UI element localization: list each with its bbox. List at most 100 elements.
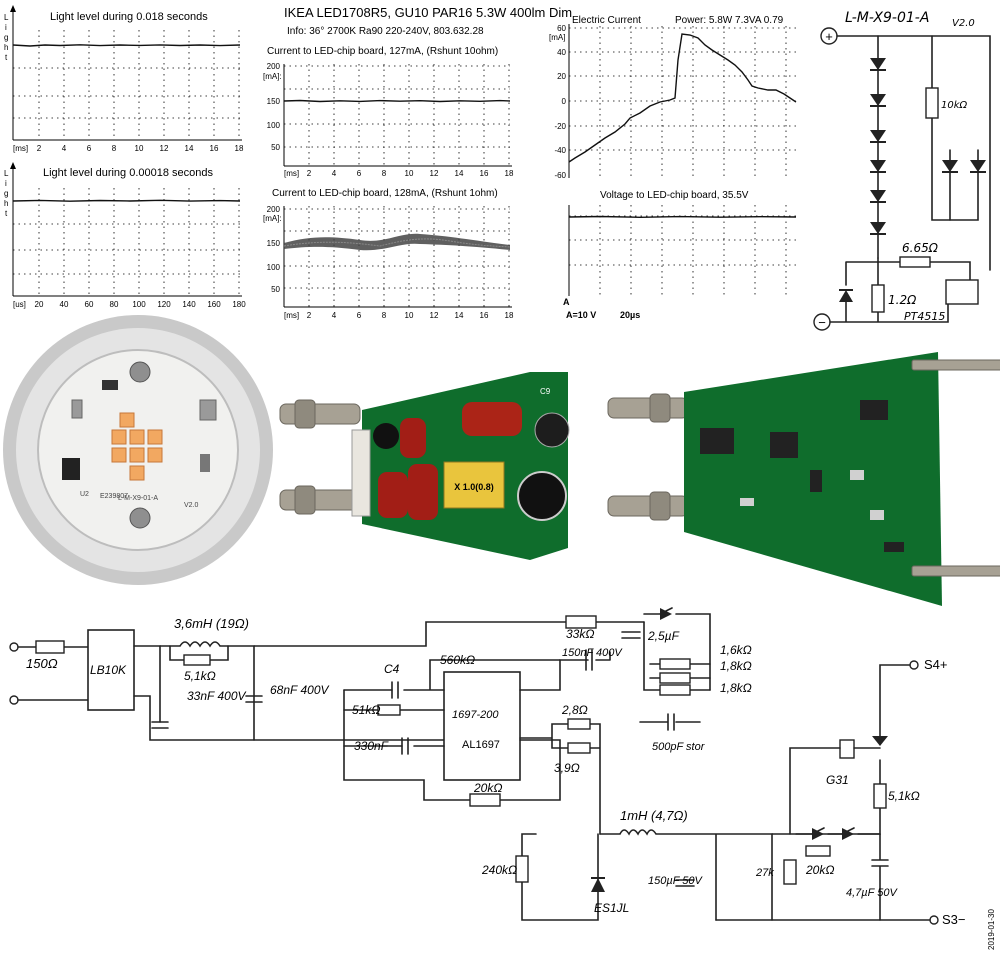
screw-icon <box>129 507 151 529</box>
diode-icon <box>842 828 854 840</box>
light-plot-2-xtick: 120 <box>157 300 171 309</box>
light-plot-2-xtick: 20 <box>35 300 44 309</box>
light-plot-2-xtick: 180 <box>232 300 246 309</box>
light-plot-1-xtick: 2 <box>37 144 42 153</box>
voltage-plot-timebase: 20µs <box>620 310 640 320</box>
c-25-label: 2,5µF <box>647 629 680 643</box>
r-16-label: 1,6kΩ <box>720 643 752 657</box>
led-board-version: V2.0 <box>952 18 975 29</box>
c-33-label: 33nF 400V <box>187 689 246 703</box>
cap-icon <box>408 464 438 520</box>
electric-current-ytick: 40 <box>557 48 566 57</box>
board-label: U2 <box>80 491 89 498</box>
current-plot-1-xtick: 10 <box>405 169 414 178</box>
r-33k-label: 33kΩ <box>566 627 594 641</box>
pt4515-ic <box>945 279 979 305</box>
screw-icon <box>129 361 151 383</box>
ic-name-label: AL1697 <box>462 739 500 751</box>
current-plot-1-yunit: [mA]: <box>263 72 282 81</box>
current-plot-1-xtick: 6 <box>357 169 362 178</box>
board-label: V2.0 <box>184 502 199 509</box>
current-plot-2-xtick: 2 <box>307 311 312 320</box>
pt4515-label: PT4515 <box>904 310 945 323</box>
light-plot-1-xtick: 18 <box>235 144 244 153</box>
r-39-label: 3,9Ω <box>554 761 580 775</box>
current-plot-2-ytick: 50 <box>271 285 280 294</box>
current-plot-2-xtick: 18 <box>505 311 514 320</box>
voltage-plot-marker: A <box>563 297 570 307</box>
current-plot-1-ytick: 200 <box>267 62 281 71</box>
r-10k-label: 10kΩ <box>941 100 968 111</box>
cap-icon <box>378 472 408 518</box>
c-68-label: 68nF 400V <box>270 683 329 697</box>
r-51k-b-label: 51kΩ <box>352 703 380 717</box>
electric-current-power: Power: 5.8W 7.3VA 0.79 <box>675 15 784 26</box>
led-board-schematic: L-M-X9-01-A V2.0 + − 10kΩ 6.65Ω 1.2Ω PT4… <box>813 10 991 331</box>
led-board-id: L-M-X9-01-A <box>845 10 929 26</box>
s4-label: S4+ <box>924 657 948 672</box>
light-plot-2-xtick: 80 <box>110 300 119 309</box>
current-plot-2-xtick: 14 <box>455 311 464 320</box>
current-plot-2-title: Current to LED-chip board, 128mA, (Rshun… <box>272 188 498 199</box>
r-51k-c-label: 5,1kΩ <box>888 789 920 803</box>
diode-label: ES1JL <box>594 901 629 915</box>
electrolytic-cap-icon <box>534 412 570 448</box>
light-plot-1-xunit: [ms] <box>13 144 28 153</box>
current-plot-1-xtick: 16 <box>480 169 489 178</box>
current-plot-1-xunit: [ms] <box>284 169 299 178</box>
svg-text:t: t <box>5 53 8 62</box>
voltage-plot-scale: A=10 V <box>566 310 596 320</box>
svg-text:i: i <box>5 179 7 188</box>
r-18b-label: 1,8kΩ <box>720 681 752 695</box>
c-330-label: 330nF <box>354 739 389 753</box>
light-plot-2-xtick: 100 <box>132 300 146 309</box>
r-150-label: 150Ω <box>26 656 58 671</box>
r-18a-label: 1,8kΩ <box>720 659 752 673</box>
plus-terminal-label: + <box>825 29 833 44</box>
r-28-label: 2,8Ω <box>561 703 588 717</box>
c-500-label: 500pF stor <box>652 741 706 753</box>
r-12-label: 1.2Ω <box>888 293 917 307</box>
pin-icon <box>911 359 1000 371</box>
svg-text:g: g <box>4 33 8 42</box>
light-plot-2-xtick: 160 <box>207 300 221 309</box>
r-51k-label: 5,1kΩ <box>184 669 216 683</box>
light-plot-1-xtick: 16 <box>210 144 219 153</box>
ic-code-label: 1697-200 <box>452 709 499 721</box>
board-label: L-M-X9-01-A <box>118 495 158 502</box>
electric-current-ytick: 60 <box>557 24 566 33</box>
cap-icon <box>400 418 426 458</box>
electric-current-ytick: -60 <box>554 171 566 180</box>
r-20k-b-label: 20kΩ <box>805 863 834 877</box>
light-plot-2-title: Light level during 0.00018 seconds <box>43 167 214 179</box>
current-plot-1: Current to LED-chip board, 127mA, (Rshun… <box>263 46 514 178</box>
transformer-icon <box>443 461 505 509</box>
diode-icon <box>591 878 605 892</box>
light-plot-2-xtick: 60 <box>85 300 94 309</box>
mosfet-icon <box>839 739 855 759</box>
current-plot-2-ytick: 200 <box>267 205 281 214</box>
electric-current-ytick: 20 <box>557 72 566 81</box>
current-plot-1-ytick: 150 <box>267 97 281 106</box>
diode-icon <box>660 608 672 620</box>
r-560k-label: 560kΩ <box>440 653 475 667</box>
current-plot-1-xtick: 12 <box>430 169 439 178</box>
c4-label: C4 <box>384 662 400 676</box>
light-plot-1-xtick: 6 <box>87 144 92 153</box>
current-plot-1-title: Current to LED-chip board, 127mA, (Rshun… <box>267 46 498 57</box>
diode-icon <box>812 828 824 840</box>
c-47-label: 4,7µF 50V <box>846 887 898 899</box>
electric-current-ytick: -20 <box>554 122 566 131</box>
light-plot-1-ylabel: Light <box>4 13 9 62</box>
ic-al1697-icon <box>770 432 798 458</box>
r-665-label: 6.65Ω <box>902 241 939 255</box>
current-plot-2-xtick: 16 <box>480 311 489 320</box>
bridge-rectifier-icon <box>87 629 135 711</box>
smd-chip-icon <box>700 428 734 454</box>
current-plot-1-xtick: 4 <box>332 169 337 178</box>
cap-icon <box>462 402 522 436</box>
light-plot-2-xunit: [us] <box>13 300 26 309</box>
current-plot-1-xtick: 2 <box>307 169 312 178</box>
light-plot-1-xtick: 10 <box>135 144 144 153</box>
